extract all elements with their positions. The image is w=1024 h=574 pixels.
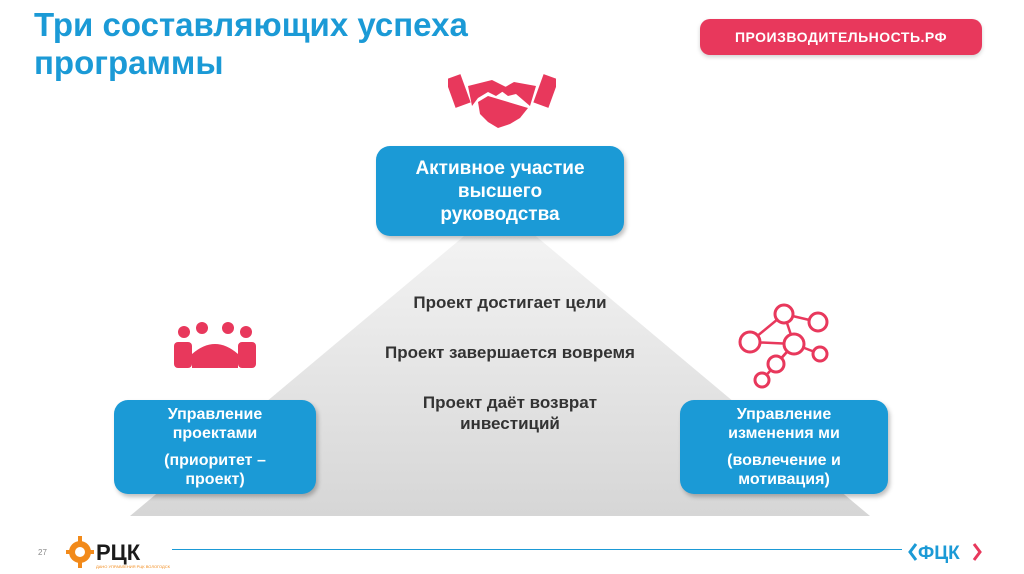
footer-divider: [172, 549, 902, 550]
page-number: 27: [38, 548, 47, 557]
left-box-line1: Управление: [167, 406, 263, 423]
handshake-icon: [448, 74, 556, 128]
network-people-icon: [738, 303, 829, 389]
top-box-line3: руководства: [440, 203, 560, 225]
top-management-box: Активное участие высшего руководства: [376, 146, 624, 236]
goal-3: Проект даёт возврат инвестиций: [320, 392, 700, 434]
right-box-sub1: (вовлечение и: [727, 452, 841, 469]
left-box-line2: проектами: [172, 425, 258, 442]
team-meeting-icon: [174, 322, 256, 368]
goal-3-line1: Проект даёт возврат: [422, 393, 598, 412]
goal-1: Проект достигает цели: [413, 293, 607, 312]
svg-text:ДАНО УПРАВЛЕНИЯ РЦК ВОЛОГОДСКО: ДАНО УПРАВЛЕНИЯ РЦК ВОЛОГОДСКОЙ ОБЛАСТИ: [96, 564, 170, 569]
site-badge[interactable]: ПРОИЗВОДИТЕЛЬНОСТЬ.РФ: [700, 19, 982, 55]
rck-logo-text: РЦК: [96, 540, 141, 565]
page-title: Три составляющих успеха программы: [34, 6, 468, 81]
rck-logo: РЦК ДАНО УПРАВЛЕНИЯ РЦК ВОЛОГОДСКОЙ ОБЛА…: [66, 536, 170, 569]
fck-logo: ФЦК: [908, 543, 982, 564]
left-box-sub2: проект): [185, 471, 245, 488]
change-management-box: Управление изменения ми (вовлечение и мо…: [680, 400, 888, 494]
right-box-sub2: мотивация): [738, 471, 830, 488]
project-management-box: Управление проектами (приоритет – проект…: [114, 400, 316, 494]
fck-logo-text: ФЦК: [918, 543, 960, 564]
top-box-line2: высшего: [457, 180, 543, 202]
right-box-line2: изменения ми: [728, 425, 840, 442]
goal-2: Проект завершается вовремя: [385, 343, 635, 362]
goal-3-line2: инвестиций: [460, 414, 560, 433]
left-box-sub1: (приоритет –: [164, 452, 266, 469]
right-box-line1: Управление: [736, 406, 832, 423]
top-box-line1: Активное участие: [415, 157, 585, 179]
